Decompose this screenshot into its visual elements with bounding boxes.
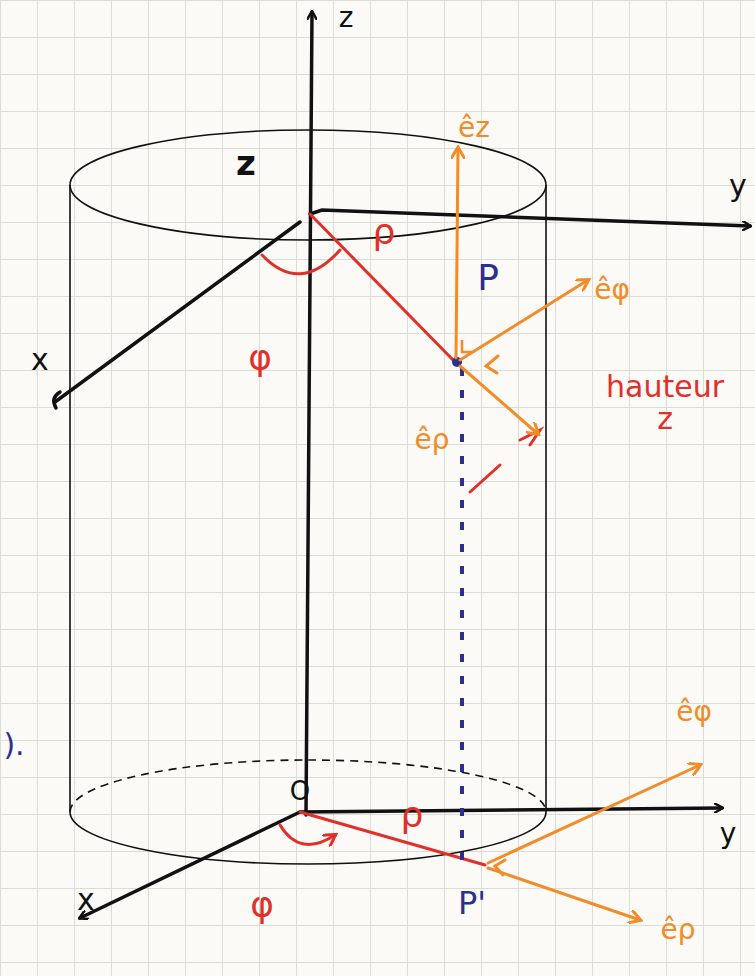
coordinate-label: φ bbox=[250, 886, 274, 924]
projection-line bbox=[460, 368, 464, 862]
axis-label: z bbox=[339, 3, 354, 32]
annotation: hauteur z bbox=[605, 371, 725, 434]
axis-label: x bbox=[77, 884, 95, 916]
vector-label: êρ bbox=[415, 425, 450, 454]
radius-angle-marks bbox=[262, 214, 540, 865]
coordinate-label: φ bbox=[248, 339, 272, 377]
axis-label: x bbox=[31, 344, 49, 376]
point-label: P bbox=[477, 259, 499, 297]
origin-label: O bbox=[290, 778, 310, 805]
vector-label: êφ bbox=[676, 697, 712, 726]
axes bbox=[54, 12, 750, 918]
fragment-text: ). bbox=[3, 729, 24, 761]
vector-label: êz bbox=[458, 113, 490, 142]
coordinate-label: ρ bbox=[401, 796, 424, 834]
vector-label: êρ bbox=[661, 915, 696, 944]
coordinate-label: ρ bbox=[373, 213, 396, 251]
axis-label: y bbox=[729, 170, 747, 202]
axis-label: z bbox=[236, 146, 256, 182]
axis-label: y bbox=[720, 819, 737, 848]
right-angle-mark bbox=[462, 340, 472, 352]
point-label: P' bbox=[458, 887, 486, 921]
unit-vectors bbox=[456, 148, 700, 920]
vector-label: êφ bbox=[594, 275, 630, 304]
